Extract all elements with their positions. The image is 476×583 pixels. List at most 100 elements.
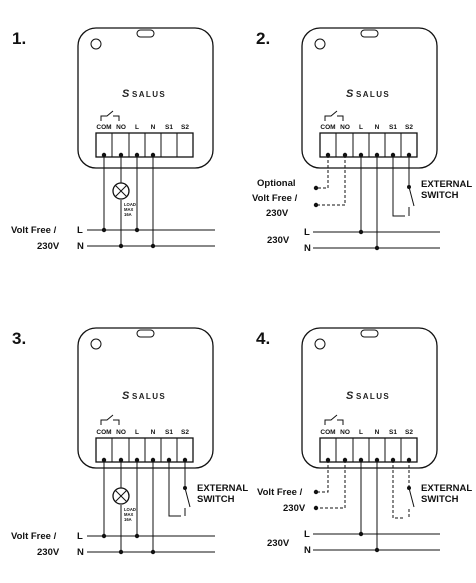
supply-label-line2: 230V bbox=[37, 241, 60, 252]
terminal-no-label: NO bbox=[340, 429, 350, 436]
terminal-n-label: N bbox=[151, 124, 156, 131]
supply-label-line2: 230V bbox=[283, 503, 306, 514]
live-label: L bbox=[77, 531, 83, 542]
panel-1: 1. SALUS S COM NO L N S1 S2 bbox=[11, 27, 215, 252]
load-label: LOAD bbox=[124, 202, 136, 207]
module-housing bbox=[301, 327, 438, 469]
terminal-l-label: L bbox=[359, 429, 363, 436]
wiring-3: LOAD MAX 16A bbox=[87, 457, 215, 555]
load-rating-label: 16A bbox=[124, 517, 132, 522]
neutral-label: N bbox=[304, 545, 311, 556]
terminal-s2-label: S2 bbox=[181, 124, 189, 131]
terminal-no-label: NO bbox=[116, 124, 126, 131]
module-1: SALUS S COM NO L N S1 S2 bbox=[77, 27, 214, 169]
terminal-l-label: L bbox=[359, 124, 363, 131]
live-label: L bbox=[77, 225, 83, 236]
module-slot-icon bbox=[136, 329, 155, 338]
terminal-com-label: COM bbox=[96, 124, 111, 131]
relay-contact-icon bbox=[324, 110, 344, 121]
terminal-n-label: N bbox=[375, 429, 380, 436]
terminal-com-label: COM bbox=[320, 429, 335, 436]
module-slot-icon bbox=[360, 329, 379, 338]
terminal-labels: COM NO L N S1 S2 bbox=[96, 124, 189, 131]
terminal-block bbox=[319, 437, 418, 463]
brand-s-icon: S bbox=[122, 88, 131, 100]
supply-label-line1: Volt Free / bbox=[257, 487, 303, 498]
module-hole-icon bbox=[314, 338, 326, 350]
live-label: L bbox=[304, 529, 310, 540]
mains-label: 230V bbox=[267, 235, 290, 246]
relay-contact-icon bbox=[324, 414, 344, 425]
brand-s-icon: S bbox=[346, 390, 355, 402]
terminal-labels: COM NO L N S1 S2 bbox=[96, 429, 189, 436]
module-housing bbox=[77, 327, 214, 469]
terminal-no-label: NO bbox=[116, 429, 126, 436]
terminal-s1-label: S1 bbox=[165, 429, 173, 436]
terminal-s2-label: S2 bbox=[405, 429, 413, 436]
relay-contact-icon bbox=[100, 110, 120, 121]
panel-number: 4. bbox=[256, 329, 270, 348]
terminal-com-label: COM bbox=[320, 124, 335, 131]
module-3: SALUS S COM NO L N S1 S2 bbox=[77, 327, 214, 469]
module-2: SALUS S COM NO L N S1 S2 bbox=[301, 27, 438, 169]
brand-s-icon: S bbox=[346, 88, 355, 100]
load-max-label: MAX bbox=[124, 207, 134, 212]
terminal-no-label: NO bbox=[340, 124, 350, 131]
lamp-icon bbox=[112, 182, 130, 200]
module-4: SALUS S COM NO L N S1 S2 bbox=[301, 327, 438, 469]
mains-label: 230V bbox=[267, 538, 290, 549]
wiring-1: LOAD MAX 16A bbox=[87, 152, 215, 249]
supply-label-line2: 230V bbox=[37, 547, 60, 558]
panel-2: 2. SALUS S COM NO L N S1 S2 bbox=[252, 27, 472, 254]
lamp-icon bbox=[112, 487, 130, 505]
switch-lever bbox=[408, 487, 415, 508]
external-switch-label-line2: SWITCH bbox=[421, 190, 459, 201]
terminal-s2-label: S2 bbox=[405, 124, 413, 131]
brand-logo: SALUS bbox=[132, 392, 166, 401]
external-switch-label-line2: SWITCH bbox=[197, 494, 235, 505]
external-switch-label-line1: EXTERNAL bbox=[197, 483, 248, 494]
panel-number: 3. bbox=[12, 329, 26, 348]
terminal-block bbox=[95, 132, 194, 158]
brand-logo: SALUS bbox=[356, 392, 390, 401]
panel-number: 1. bbox=[12, 29, 26, 48]
module-hole-icon bbox=[90, 338, 102, 350]
terminal-l-label: L bbox=[135, 124, 139, 131]
terminal-s1-label: S1 bbox=[165, 124, 173, 131]
terminal-n-label: N bbox=[375, 124, 380, 131]
module-slot-icon bbox=[136, 29, 155, 38]
terminal-block bbox=[95, 437, 194, 463]
terminal-s1-label: S1 bbox=[389, 124, 397, 131]
external-switch-label-line2: SWITCH bbox=[421, 494, 459, 505]
neutral-label: N bbox=[77, 241, 84, 252]
relay-contact-icon bbox=[100, 414, 120, 425]
switch-lever bbox=[184, 487, 191, 508]
supply-label-line1: Volt Free / bbox=[11, 225, 57, 236]
live-label: L bbox=[304, 227, 310, 238]
module-hole-icon bbox=[314, 38, 326, 50]
load-rating-label: 16A bbox=[124, 212, 132, 217]
terminal-n-label: N bbox=[151, 429, 156, 436]
terminal-s1-label: S1 bbox=[389, 429, 397, 436]
external-switch-label-line1: EXTERNAL bbox=[421, 179, 472, 190]
wiring-2 bbox=[313, 152, 440, 251]
optional-supply-line1: Volt Free / bbox=[252, 193, 298, 204]
switch-lever bbox=[408, 186, 415, 207]
panel-3: 3. SALUS S COM NO L N S1 S2 bbox=[11, 327, 248, 558]
wiring-4 bbox=[313, 457, 440, 553]
terminal-labels: COM NO L N S1 S2 bbox=[320, 429, 413, 436]
load-label: LOAD bbox=[124, 507, 136, 512]
brand-logo: SALUS bbox=[132, 90, 166, 99]
panel-4: 4. SALUS S COM NO L N S1 S2 bbox=[256, 327, 472, 556]
supply-label-line1: Volt Free / bbox=[11, 531, 57, 542]
module-slot-icon bbox=[360, 29, 379, 38]
terminal-com-label: COM bbox=[96, 429, 111, 436]
terminal-l-label: L bbox=[135, 429, 139, 436]
brand-logo: SALUS bbox=[356, 90, 390, 99]
panel-number: 2. bbox=[256, 29, 270, 48]
brand-s-icon: S bbox=[122, 390, 131, 402]
optional-label: Optional bbox=[257, 178, 296, 189]
terminal-s2-label: S2 bbox=[181, 429, 189, 436]
module-hole-icon bbox=[90, 38, 102, 50]
